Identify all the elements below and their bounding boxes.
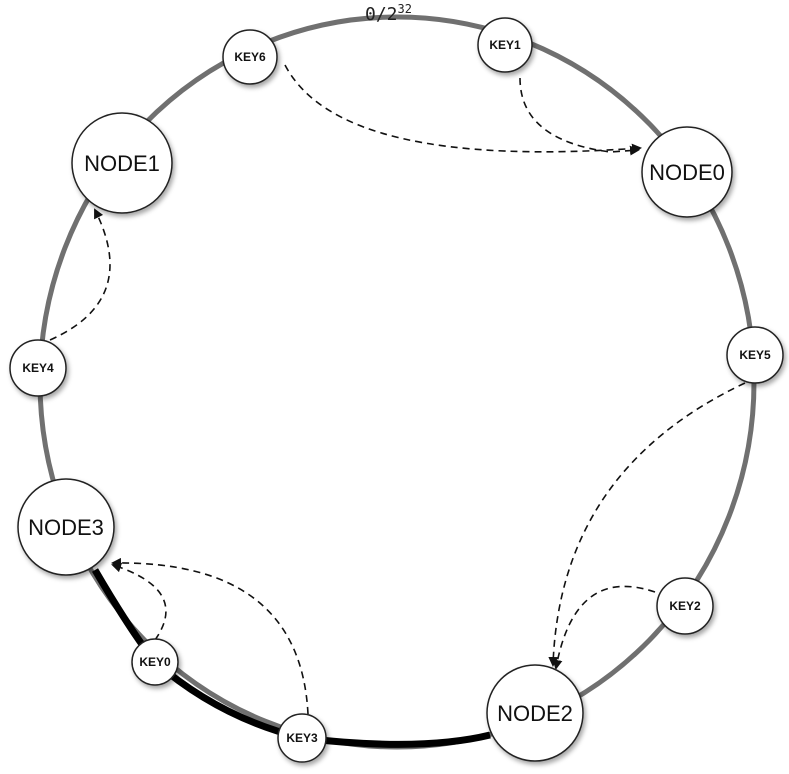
node-circle bbox=[486, 664, 584, 762]
key-label: KEY4 bbox=[22, 361, 54, 375]
key-key3: KEY3 bbox=[277, 713, 327, 763]
node-circle bbox=[17, 478, 115, 576]
key3-mapping-arrow bbox=[111, 557, 309, 715]
key-label: KEY6 bbox=[234, 50, 266, 64]
node-node0: NODE0 bbox=[641, 126, 733, 218]
key-mapping-arrows bbox=[49, 64, 746, 715]
key-circle bbox=[9, 339, 67, 397]
key5-mapping-arrow bbox=[548, 382, 746, 667]
node-circle bbox=[71, 112, 173, 214]
node-node2: NODE2 bbox=[486, 664, 584, 762]
node-label: NODE2 bbox=[497, 701, 573, 726]
key-label: KEY2 bbox=[669, 599, 701, 613]
key-circle bbox=[477, 17, 533, 73]
key-key1: KEY1 bbox=[477, 17, 533, 73]
ring-origin-label: 0/232 bbox=[365, 2, 412, 25]
key1-mapping-arrow bbox=[519, 77, 640, 156]
key4-mapping-arrow bbox=[49, 208, 111, 341]
key0-mapping-arrow bbox=[111, 562, 167, 641]
key-key0: KEY0 bbox=[131, 638, 179, 686]
key-label: KEY0 bbox=[139, 655, 171, 669]
key-key2: KEY2 bbox=[656, 577, 714, 635]
node-label: NODE3 bbox=[28, 515, 104, 540]
key-circle bbox=[277, 713, 327, 763]
node-node3: NODE3 bbox=[17, 478, 115, 576]
node-circle bbox=[641, 126, 733, 218]
key-key5: KEY5 bbox=[726, 326, 784, 384]
key-circle bbox=[656, 577, 714, 635]
key-circle bbox=[726, 326, 784, 384]
key-circle bbox=[222, 29, 278, 85]
key-circle bbox=[131, 638, 179, 686]
key2-mapping-arrow bbox=[552, 585, 656, 670]
highlighted-arc bbox=[91, 568, 491, 748]
node-label: NODE1 bbox=[84, 151, 160, 176]
key-label: KEY5 bbox=[739, 348, 771, 362]
key6-mapping-arrow bbox=[284, 64, 642, 154]
key-label: KEY1 bbox=[489, 38, 521, 52]
node-label: NODE0 bbox=[649, 160, 725, 185]
key-key6: KEY6 bbox=[222, 29, 278, 85]
node-node1: NODE1 bbox=[71, 112, 173, 214]
key-key4: KEY4 bbox=[9, 339, 67, 397]
key-label: KEY3 bbox=[286, 731, 318, 745]
